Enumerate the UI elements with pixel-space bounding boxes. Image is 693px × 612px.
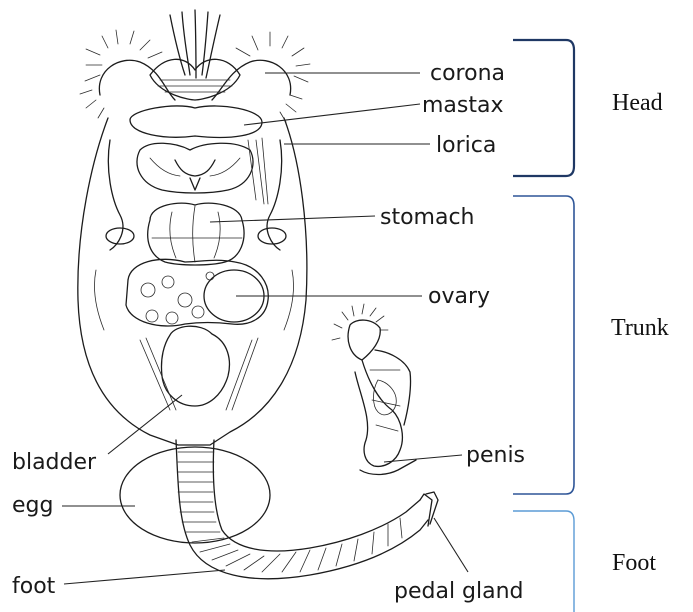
mastax-leader <box>244 104 420 125</box>
section-labels: Head Trunk Foot <box>611 90 669 576</box>
label-bladder: bladder <box>12 450 97 475</box>
mastax-illustration <box>130 106 262 193</box>
ovary-illustration <box>126 259 268 326</box>
label-penis: penis <box>466 443 525 468</box>
egg-illustration <box>120 447 270 543</box>
section-trunk-label: Trunk <box>611 315 669 341</box>
label-mastax: mastax <box>422 93 504 118</box>
label-corona: corona <box>430 61 505 86</box>
lorica-outline <box>78 118 307 445</box>
head-bracket <box>513 40 574 176</box>
structure-labels: corona mastax lorica stomach ovary penis… <box>12 61 525 604</box>
section-foot-label: Foot <box>612 550 656 576</box>
bladder-leader <box>108 395 182 454</box>
label-lorica: lorica <box>436 133 496 158</box>
label-pedal-gland: pedal gland <box>394 579 524 604</box>
male-rotifer-illustration <box>332 304 416 475</box>
label-egg: egg <box>12 493 53 518</box>
section-head-label: Head <box>612 90 663 116</box>
stomach-leader <box>210 216 375 222</box>
foot-leader <box>64 570 225 584</box>
female-rotifer-illustration <box>78 10 438 579</box>
label-foot: foot <box>12 574 56 599</box>
label-stomach: stomach <box>380 205 475 230</box>
stomach-illustration <box>148 203 244 265</box>
section-brackets <box>513 40 574 612</box>
bladder-illustration <box>140 326 258 410</box>
corona-cilia <box>80 10 310 122</box>
pedal-gland-leader <box>434 518 468 572</box>
label-ovary: ovary <box>428 284 490 309</box>
